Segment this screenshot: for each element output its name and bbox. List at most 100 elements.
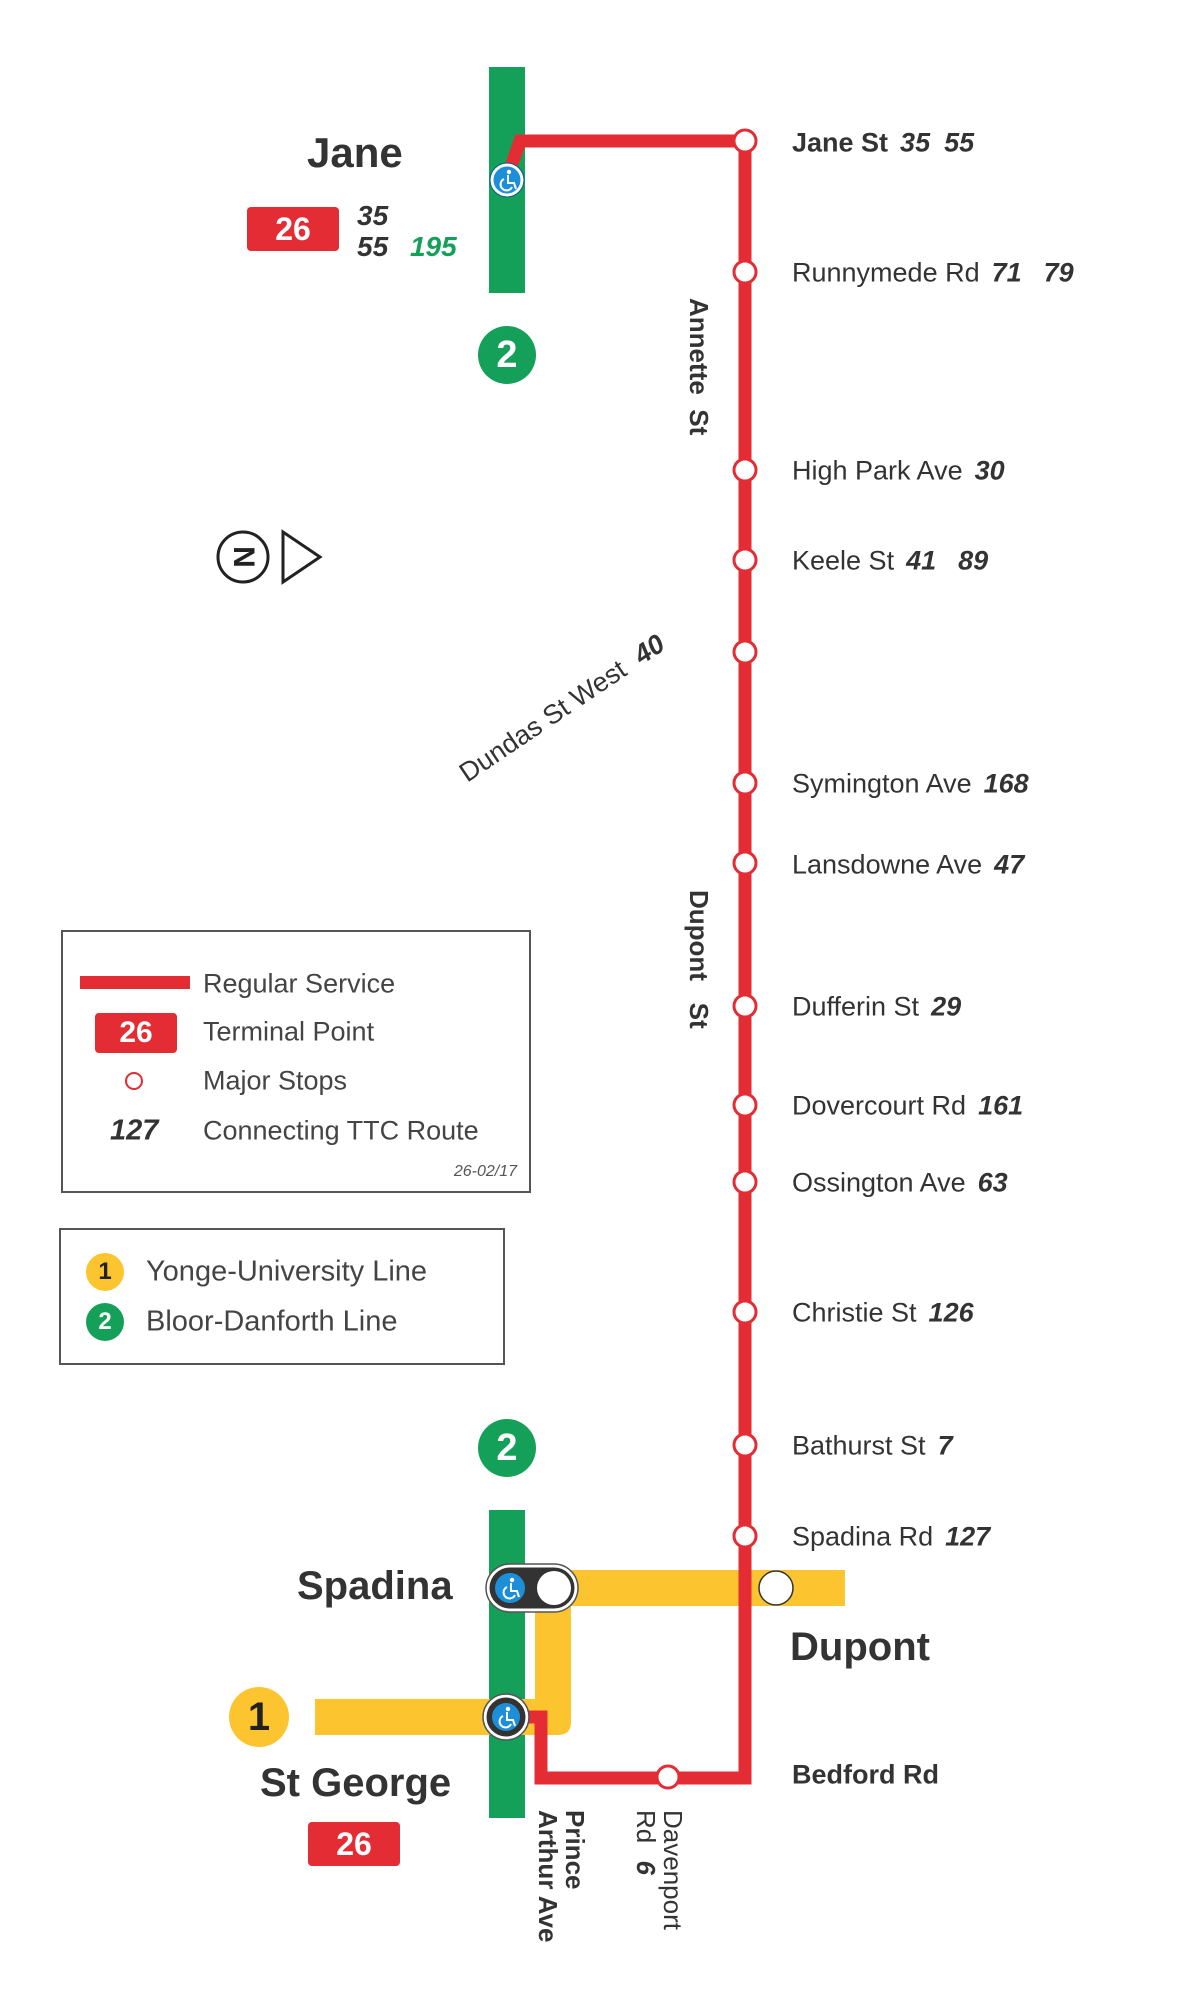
route-number: 126 — [928, 1297, 974, 1328]
route-number: 6 — [630, 1860, 661, 1875]
route-number: 79 — [1043, 257, 1074, 288]
davenport-line2: Rd 6 — [630, 1810, 661, 1930]
stop-name: Symington Ave — [792, 768, 972, 799]
stop-marker-dundas — [732, 639, 758, 665]
line1-horizontal-st-george — [315, 1699, 515, 1735]
stop-name: Christie St — [792, 1297, 917, 1328]
legend-label-regular-service: Regular Service — [203, 968, 396, 999]
legend-label-connecting-route: Connecting TTC Route — [203, 1115, 479, 1146]
stop-label-bathurst: Bathurst St 7 — [792, 1430, 953, 1461]
route-number: 7 — [937, 1430, 953, 1461]
station-name-st-george: St George — [260, 1761, 452, 1805]
route-number: 29 — [931, 991, 962, 1022]
stop-marker-jane-st — [732, 128, 758, 154]
stop-marker-dufferin — [732, 993, 758, 1019]
line2-marker-jane: 2 — [478, 326, 536, 384]
stop-marker-runnymede — [732, 259, 758, 285]
route-number: 168 — [983, 768, 1029, 799]
legend-line1-icon: 1 — [86, 1253, 124, 1291]
line2-marker-number: 2 — [496, 1427, 518, 1469]
route-number: 63 — [977, 1167, 1008, 1198]
line2-spadina-bar — [489, 1510, 525, 1818]
route-number: 47 — [994, 849, 1025, 880]
jane-express-route-195: 195 — [409, 231, 457, 262]
stop-marker-bathurst — [732, 1432, 758, 1458]
north-arrow-icon — [216, 529, 323, 585]
stop-label-spadina-rd: Spadina Rd 127 — [792, 1521, 991, 1552]
stop-name: Spadina Rd — [792, 1521, 934, 1552]
route-number: 71 — [991, 257, 1022, 288]
station-name-spadina: Spadina — [297, 1564, 453, 1608]
legend-terminal-badge: 26 — [95, 1013, 177, 1053]
davenport-line1: Davenport — [658, 1810, 688, 1930]
legend-line2-number: 2 — [98, 1308, 112, 1335]
terminal-badge-jane: 26 — [247, 207, 339, 251]
stop-marker-ossington — [732, 1169, 758, 1195]
jane-route-55: 55 — [357, 231, 389, 262]
jane-accessible-icon — [489, 162, 525, 198]
stop-marker-christie — [732, 1299, 758, 1325]
stop-name: Ossington Ave — [792, 1167, 966, 1198]
spadina-interchange-icon — [485, 1563, 579, 1613]
stop-marker-lansdowne — [732, 850, 758, 876]
legend-box: Regular Service 26 Terminal Point Major … — [61, 930, 531, 1193]
subway-legend-box: 1 Yonge-University Line 2 Bloor-Danforth… — [59, 1228, 505, 1365]
north-arrow-letter: N — [227, 546, 260, 568]
legend-label-terminal-point: Terminal Point — [203, 1016, 375, 1047]
stop-label-symington: Symington Ave 168 — [792, 768, 1029, 799]
dupont-station-marker — [758, 1570, 794, 1606]
stop-name: Dufferin St — [792, 991, 920, 1022]
davenport-rd: Rd — [630, 1810, 661, 1844]
stop-label-prince-arthur: Prince Arthur Ave — [532, 1810, 590, 1943]
stop-marker-dovercourt — [732, 1092, 758, 1118]
legend-date: 26-02/17 — [453, 1163, 517, 1180]
jane-route-35: 35 — [357, 200, 389, 231]
stop-name: Dovercourt Rd — [792, 1090, 967, 1121]
stop-name: Keele St — [792, 545, 895, 576]
stop-marker-high-park — [732, 457, 758, 483]
stop-name: High Park Ave — [792, 455, 963, 486]
route-number: 127 — [945, 1521, 991, 1552]
stop-label-dufferin: Dufferin St 29 — [792, 991, 962, 1022]
route-number: 55 — [944, 127, 975, 158]
stop-label-dovercourt: Dovercourt Rd 161 — [792, 1090, 1024, 1121]
terminal-badge-st-george: 26 — [308, 1822, 400, 1866]
stop-marker-spadina-rd — [732, 1523, 758, 1549]
stop-marker-davenport — [655, 1764, 681, 1790]
route-number: 161 — [978, 1090, 1024, 1121]
line1-marker-number: 1 — [247, 1695, 271, 1739]
route-number: 89 — [958, 545, 989, 576]
legend-label-major-stops: Major Stops — [203, 1065, 348, 1096]
route-number: 35 — [900, 127, 931, 158]
street-name-annette: Annette St — [684, 298, 714, 436]
stop-name: Jane St — [792, 127, 889, 158]
stop-name: Bathurst St — [792, 1430, 926, 1461]
stop-label-ossington: Ossington Ave 63 — [792, 1167, 1008, 1198]
station-name-jane: Jane — [307, 129, 403, 176]
legend-stop-circle-icon — [125, 1072, 143, 1090]
jane-route-row-2: 55 195 — [357, 231, 457, 262]
line1-horizontal-dupont — [555, 1570, 845, 1606]
prince-arthur-line1: Prince — [560, 1810, 590, 1890]
street-name-dupont: Dupont St — [684, 890, 714, 1029]
line2-marker-spadina: 2 — [478, 1419, 536, 1477]
stop-label-jane-st: Jane St 35 55 — [792, 127, 975, 158]
jane-connecting-routes: 35 55 195 — [357, 200, 457, 262]
station-name-dupont: Dupont — [790, 1625, 930, 1669]
prince-arthur-line2: Arthur Ave — [532, 1810, 563, 1943]
legend-line1-number: 1 — [98, 1258, 112, 1285]
legend-route-number-sample: 127 — [110, 1114, 159, 1147]
legend-label-bloor-danforth: Bloor-Danforth Line — [146, 1305, 398, 1338]
line1-marker-st-george: 1 — [229, 1687, 289, 1747]
legend-label-yonge-university: Yonge-University Line — [146, 1255, 428, 1288]
stop-label-davenport: Davenport Rd 6 — [630, 1810, 688, 1930]
stop-marker-keele — [732, 547, 758, 573]
stop-name: Bedford Rd — [792, 1759, 939, 1790]
legend-line2-icon: 2 — [86, 1303, 124, 1341]
route-26-line — [500, 134, 752, 1785]
